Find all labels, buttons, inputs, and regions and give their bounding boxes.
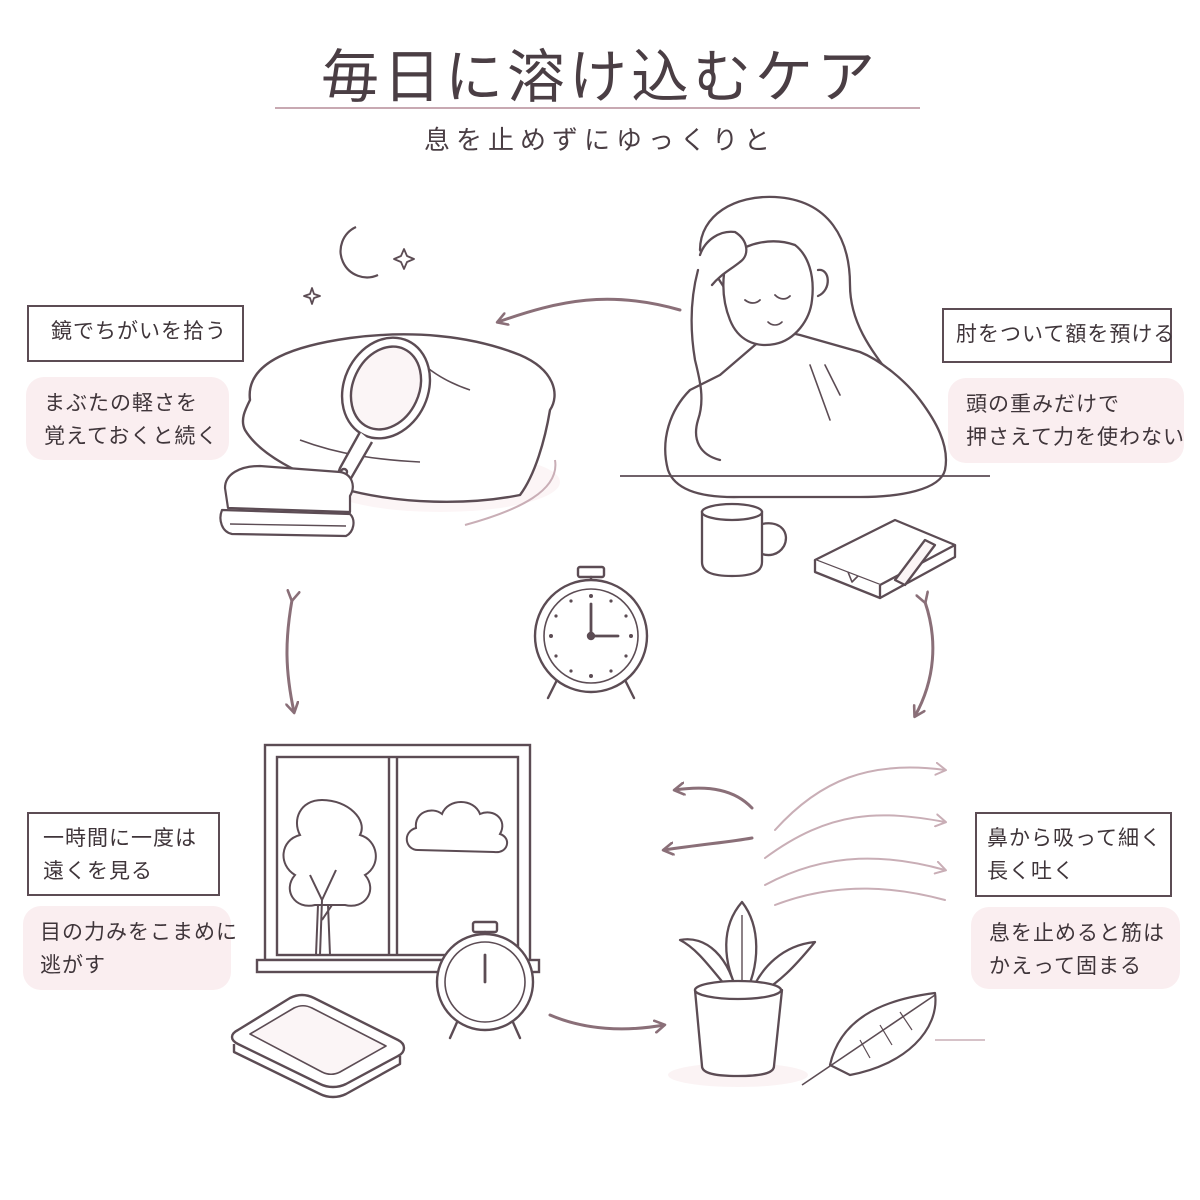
page-subtitle: 息を止めずにゆっくりと: [423, 126, 776, 156]
sparkle-icon: [303, 248, 415, 305]
page-title: 毎日に溶け込むケア: [320, 43, 879, 111]
step-note-line: 覚えておくと続く: [44, 424, 219, 448]
title-divider: [275, 107, 920, 109]
tree-icon: [282, 798, 377, 956]
notebook-icon: [813, 518, 957, 600]
step-note-line: まぶたの軽さを: [44, 391, 198, 415]
step-note-line: 逃がす: [40, 953, 106, 977]
step-note-line: 頭の重みだけで: [966, 392, 1120, 416]
step-label-text: 長く吐く: [987, 859, 1075, 883]
cloud-icon: [405, 801, 509, 854]
woman-illustration: [664, 195, 948, 499]
step-note-line: かえって固まる: [989, 954, 1142, 978]
feather-icon: [801, 991, 937, 1086]
step-label-distance: 一時間に一度は 遠くを見る: [27, 812, 220, 896]
alarm-clock-icon: [435, 920, 535, 1040]
step-label-mirror: 鏡でちがいを拾う: [27, 305, 244, 362]
step-note-breath: 息を止めると筋は かえって固まる: [971, 907, 1180, 989]
alarm-clock-icon: [533, 565, 649, 700]
step-note-mirror: まぶたの軽さを 覚えておくと続く: [26, 377, 229, 460]
tablet-icon: [230, 993, 406, 1099]
step-note-line: 押さえて力を使わない: [966, 425, 1185, 449]
clock-ticks: [549, 594, 633, 678]
step-label-text: 一時間に一度は: [43, 826, 197, 850]
step-label-text: 鼻から吸って細く: [987, 826, 1162, 850]
step-note-distance: 目の力みをこまめに 逃がす: [23, 906, 238, 990]
mug-icon: [700, 502, 788, 578]
step-label-text: 肘をついて額を預ける: [956, 322, 1176, 346]
step-note-line: 目の力みをこまめに: [40, 920, 238, 944]
step-label-breath: 鼻から吸って細く 長く吐く: [975, 812, 1172, 897]
step-label-text: 鏡でちがいを拾う: [51, 319, 227, 343]
step-note-elbow: 頭の重みだけで 押さえて力を使わない: [948, 378, 1184, 463]
breath-lines-icon: [764, 761, 947, 906]
step-label-elbow: 肘をついて額を預ける: [942, 308, 1176, 363]
cycle-arrow-icon: [287, 297, 935, 1029]
step-label-text: 遠くを見る: [43, 859, 153, 883]
towel-icon: [219, 464, 355, 538]
plant-icon: [678, 900, 817, 1078]
step-note-line: 息を止めると筋は: [989, 921, 1165, 945]
moon-icon: [339, 226, 379, 279]
